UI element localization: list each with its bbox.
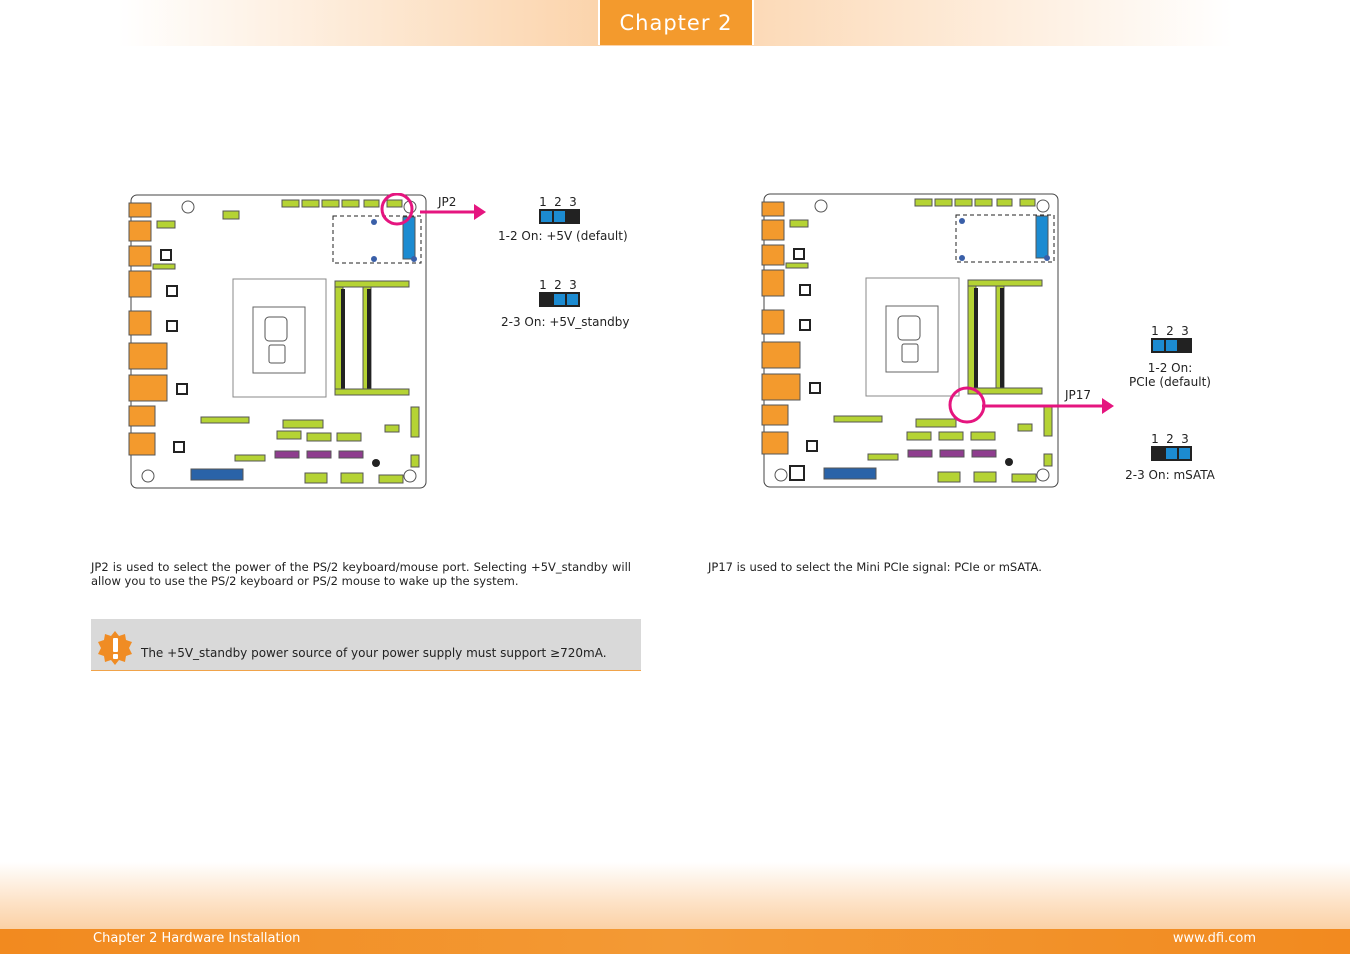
- jumper-label-msata: 2-3 On: mSATA: [1125, 468, 1215, 482]
- jumper-pins: [538, 292, 580, 307]
- callout-arrow-right: [982, 398, 1114, 414]
- board-diagram-right: [759, 192, 1061, 490]
- motherboard-illustration: [761, 193, 1059, 488]
- jumper-label-pcie-line2: PCIe (default): [1129, 375, 1211, 389]
- footer-website-link[interactable]: www.dfi.com: [1172, 931, 1256, 946]
- footer-section-title: Chapter 2 Hardware Installation: [93, 931, 301, 946]
- jumper-pins: [538, 209, 580, 224]
- footer-bar: [0, 929, 1350, 954]
- jumper-label-default: 1-2 On: +5V (default): [498, 229, 628, 243]
- callout-label-jp17: JP17: [1065, 388, 1092, 402]
- jumper-pins: [1150, 338, 1192, 353]
- callout-label-jp2: JP2: [438, 195, 457, 209]
- jp17-description: JP17 is used to select the Mini PCIe sig…: [708, 560, 1042, 574]
- callout-arrow-left: [420, 204, 486, 220]
- jumper-label-pcie-line1: 1-2 On:: [1147, 361, 1193, 375]
- footer-band: [0, 862, 1350, 930]
- jp2-description: JP2 is used to select the power of the P…: [91, 560, 631, 588]
- chapter-tab: Chapter 2: [598, 0, 754, 45]
- warning-exclamation-icon: [98, 631, 132, 665]
- jumper-label-standby: 2-3 On: +5V_standby: [501, 315, 630, 329]
- note-text: The +5V_standby power source of your pow…: [141, 646, 607, 660]
- motherboard-illustration: [128, 193, 427, 489]
- jumper-pins: [1150, 446, 1192, 461]
- note-box: The +5V_standby power source of your pow…: [91, 619, 641, 671]
- board-diagram-left: [127, 193, 427, 491]
